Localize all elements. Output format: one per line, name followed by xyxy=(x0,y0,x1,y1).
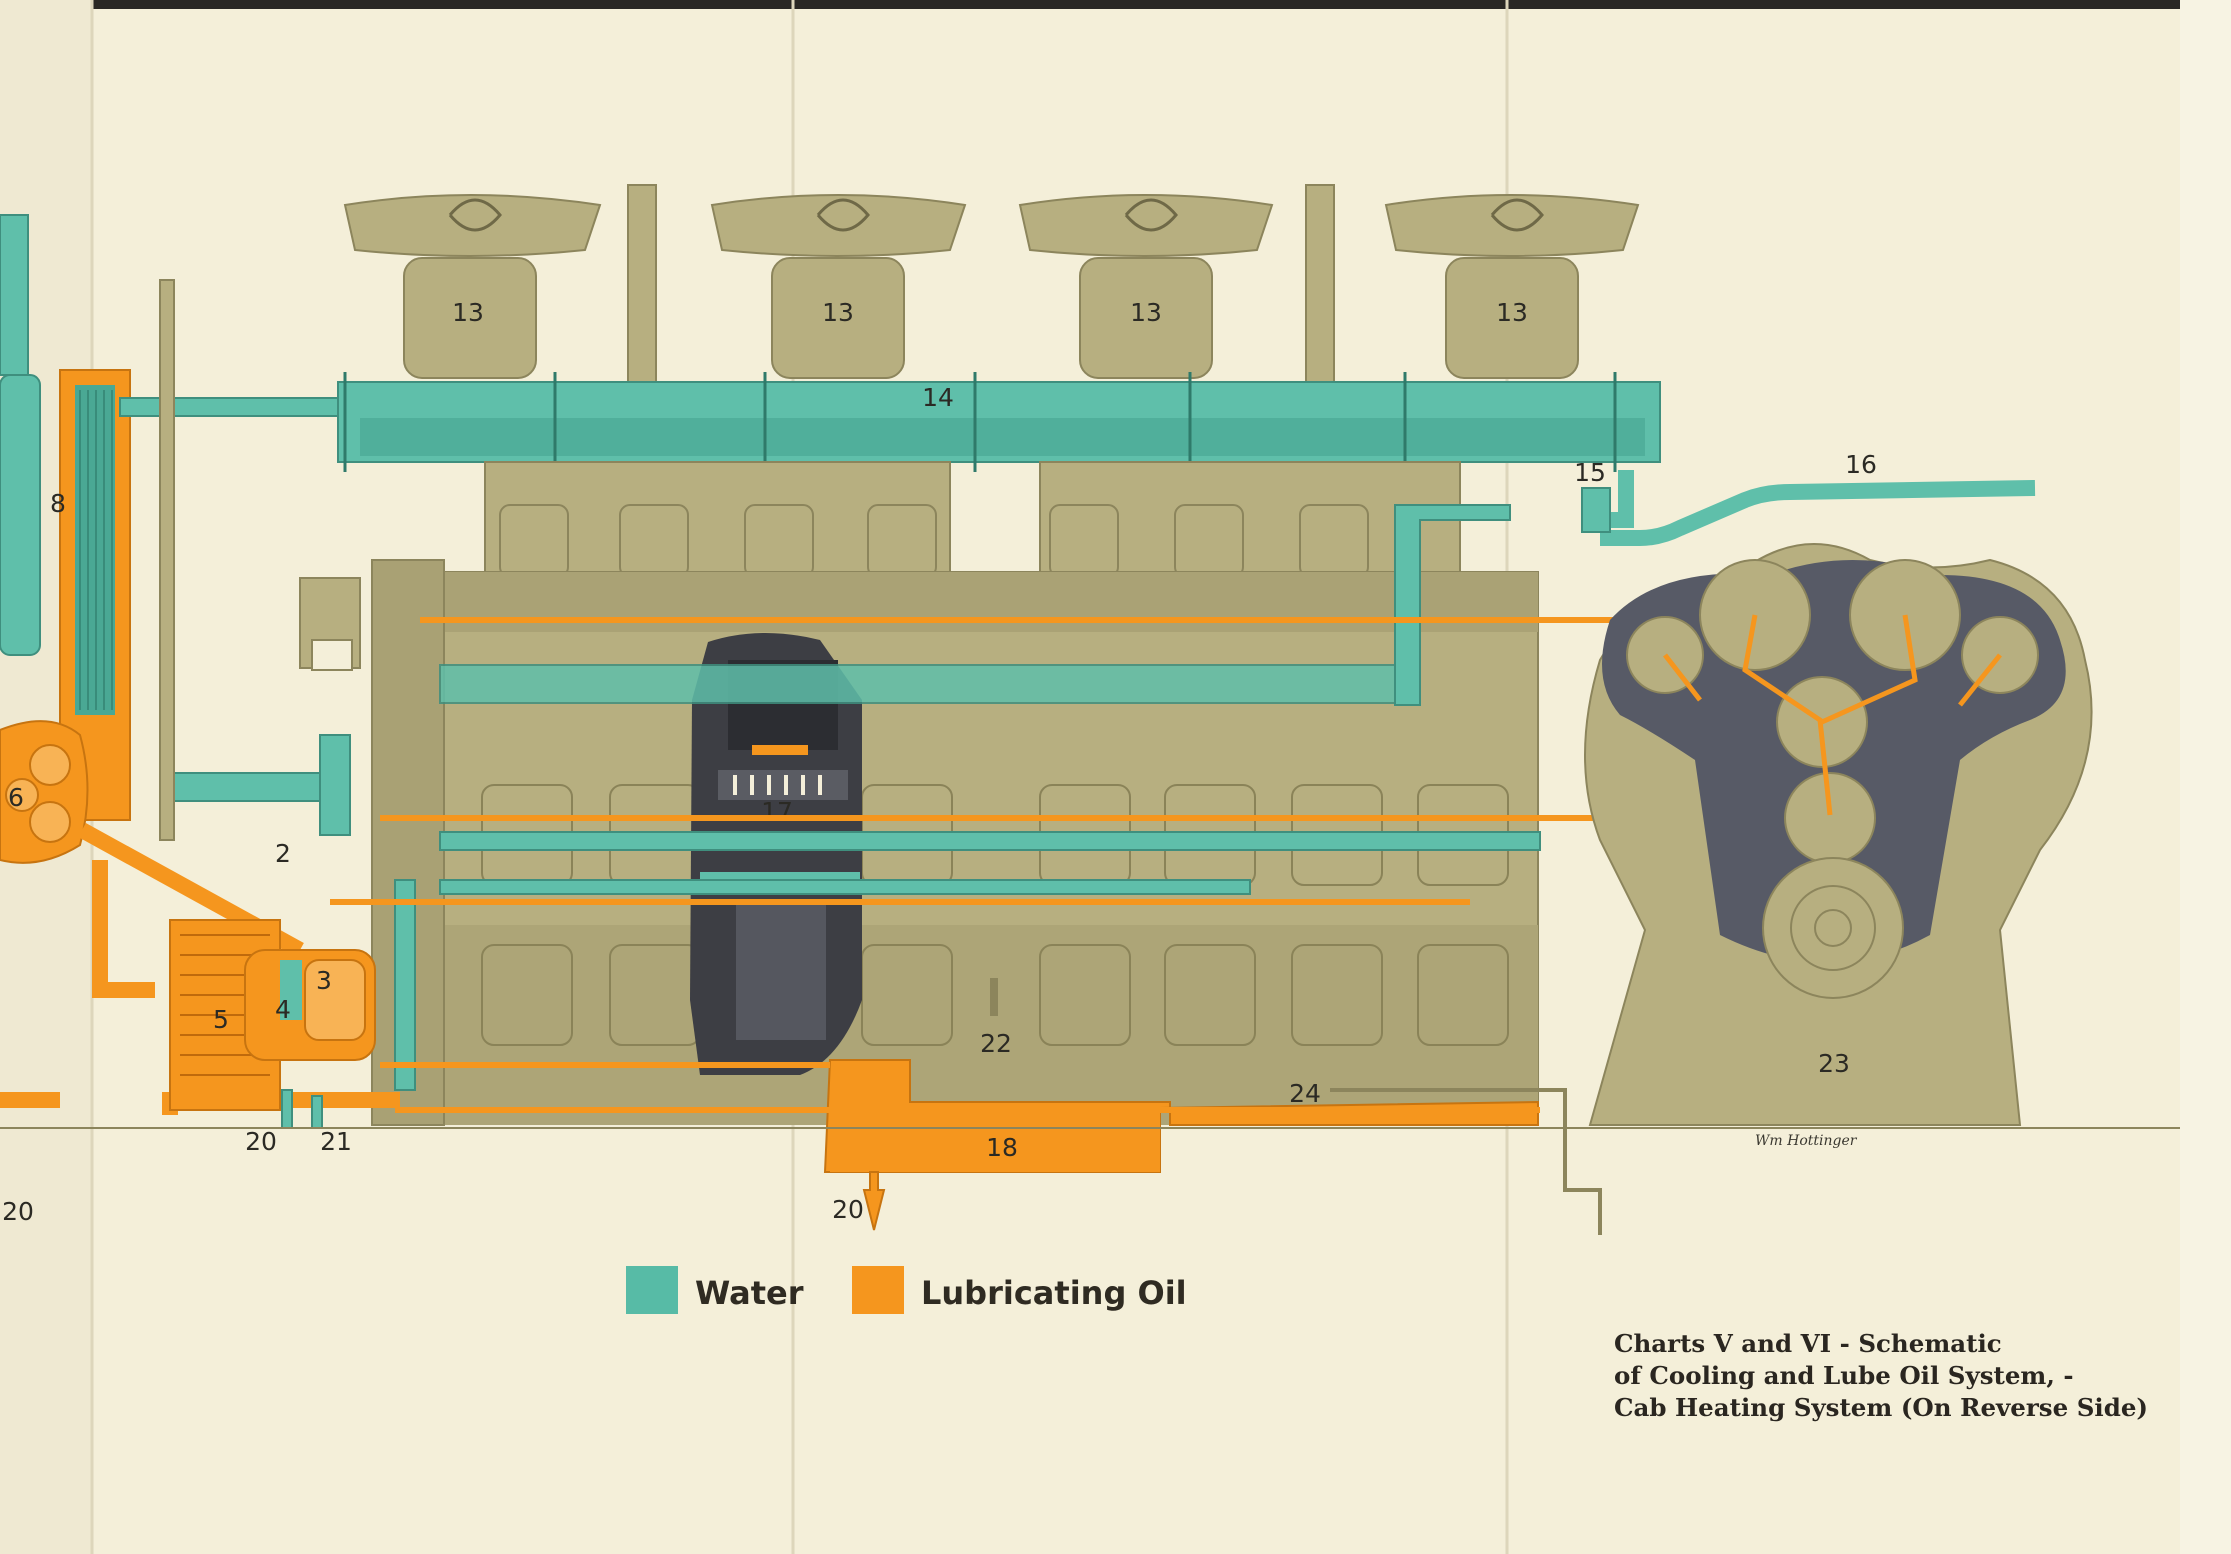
dipstick xyxy=(990,978,998,1016)
caption-line: Cab Heating System (On Reverse Side) xyxy=(1614,1393,2148,1422)
temperature-valve xyxy=(1581,487,1611,533)
oil-filter-cooler xyxy=(169,919,376,1111)
callout-8: 8 xyxy=(50,489,66,518)
fan-blade-lines xyxy=(448,198,1544,232)
callout-13: 13 xyxy=(822,298,854,327)
callout-13: 13 xyxy=(1130,298,1162,327)
callout-24: 24 xyxy=(1289,1079,1321,1108)
legend-swatch-water xyxy=(626,1266,678,1314)
oil-lines xyxy=(330,617,1820,1113)
legend-label-oil: Lubricating Oil xyxy=(921,1274,1187,1312)
callout-23: 23 xyxy=(1818,1049,1850,1078)
callout-20: 20 xyxy=(832,1195,864,1224)
callout-15: 15 xyxy=(1574,458,1606,487)
callout-6: 6 xyxy=(8,783,24,812)
governor-assembly xyxy=(299,577,361,836)
callout-18: 18 xyxy=(986,1133,1018,1162)
steam-line xyxy=(1330,1088,1602,1235)
legend-swatch-oil xyxy=(852,1266,904,1314)
figure-caption: Charts V and VI - Schematic of Cooling a… xyxy=(1614,1328,2174,1424)
gear-train-end-view xyxy=(1584,543,2093,1126)
cylinder-cutaway xyxy=(690,632,862,1075)
legend: Water Lubricating Oil xyxy=(626,1266,1187,1314)
callout-22: 22 xyxy=(980,1029,1012,1058)
callout-13: 13 xyxy=(1496,298,1528,327)
drain-valve xyxy=(862,1171,886,1231)
artist-signature: Wm Hottinger xyxy=(1755,1133,1858,1149)
callout-14: 14 xyxy=(922,383,954,412)
air-intake-group xyxy=(343,184,1640,386)
callout-4: 4 xyxy=(275,995,291,1024)
legend-label-water: Water xyxy=(695,1274,804,1312)
callout-21: 21 xyxy=(320,1127,352,1156)
water-header-pipe xyxy=(337,372,1661,472)
callout-2: 2 xyxy=(275,839,291,868)
callout-3: 3 xyxy=(316,966,332,995)
water-pipes xyxy=(169,504,1541,1091)
callout-20: 20 xyxy=(245,1127,277,1156)
callout-17: 17 xyxy=(761,797,793,826)
oil-pump-gears xyxy=(0,720,89,864)
callout-20: 20 xyxy=(2,1197,34,1226)
callout-16: 16 xyxy=(1845,450,1877,479)
caption-line: Charts V and VI - Schematic xyxy=(1614,1329,2002,1358)
left-radiator xyxy=(0,214,339,841)
caption-line: of Cooling and Lube Oil System, - xyxy=(1614,1361,2074,1390)
callout-5: 5 xyxy=(213,1005,229,1034)
cylinder-heads xyxy=(484,461,1461,578)
callout-13: 13 xyxy=(452,298,484,327)
